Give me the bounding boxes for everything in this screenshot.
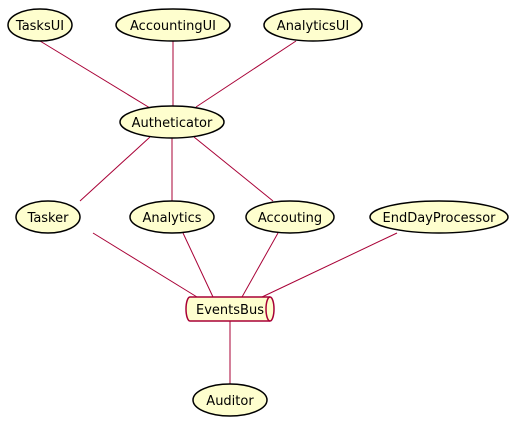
node-ellipse (263, 8, 363, 42)
node-label: TasksUI (15, 19, 64, 34)
edge-tasksui-to-autheticator (39, 40, 151, 109)
node-accountingui: AccountingUI (115, 8, 231, 42)
node-label: EventsBus (196, 303, 264, 318)
edge-autheticator-to-accouting (193, 136, 274, 202)
node-ellipse (192, 383, 268, 417)
edges-layer (39, 40, 398, 384)
node-ellipse (245, 200, 335, 234)
node-label: Auditor (206, 394, 254, 409)
node-label: Tasker (27, 211, 70, 226)
node-ellipse (115, 8, 231, 42)
edge-accouting-to-eventsbus (241, 232, 279, 298)
node-ellipse (369, 200, 509, 234)
node-enddayprocessor: EndDayProcessor (369, 200, 509, 234)
node-tasker: Tasker (15, 200, 81, 234)
node-eventsbus: EventsBus (185, 296, 275, 322)
node-label: Autheticator (132, 116, 213, 131)
node-auditor: Auditor (192, 383, 268, 417)
node-tasksui: TasksUI (7, 8, 73, 42)
edge-enddayprocessor-to-eventsbus (261, 232, 398, 298)
edge-tasker-to-eventsbus (92, 232, 198, 298)
node-accouting: Accouting (245, 200, 335, 234)
node-label: EndDayProcessor (383, 211, 497, 226)
node-label: Accouting (258, 211, 322, 226)
nodes-layer: TasksUI AccountingUI AnalyticsUI Autheticat… (7, 8, 509, 417)
node-label: AccountingUI (130, 19, 216, 34)
node-label: Analytics (142, 211, 201, 226)
queue-end-cap (265, 296, 271, 322)
node-autheticator: Autheticator (119, 105, 225, 139)
node-analytics: Analytics (129, 200, 215, 234)
node-ellipse (15, 200, 81, 234)
edge-analytics-to-eventsbus (182, 232, 214, 298)
node-ellipse (119, 105, 225, 139)
node-analyticsui: AnalyticsUI (263, 8, 363, 42)
node-ellipse (7, 8, 73, 42)
node-label: AnalyticsUI (277, 19, 349, 34)
edge-analyticsui-to-autheticator (195, 40, 297, 108)
node-ellipse (129, 200, 215, 234)
edge-autheticator-to-tasker (79, 136, 151, 202)
